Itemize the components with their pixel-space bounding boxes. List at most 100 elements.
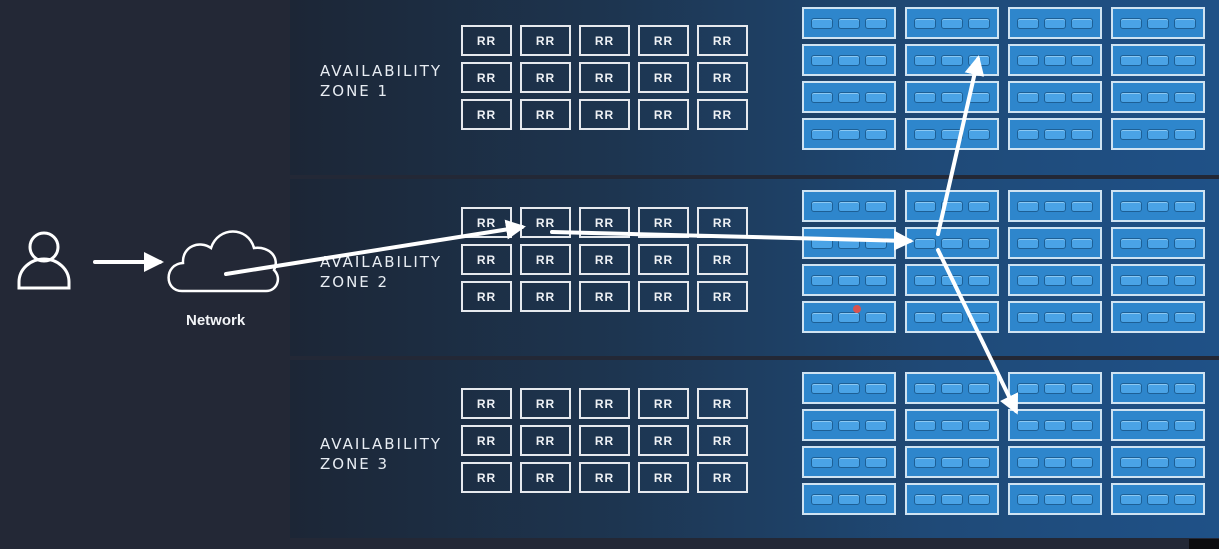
storage-unit	[1111, 227, 1205, 259]
storage-unit	[905, 409, 999, 441]
corner-shade	[1189, 539, 1219, 549]
left-panel	[0, 0, 290, 549]
disk-icon	[1044, 54, 1066, 66]
storage-unit	[905, 301, 999, 333]
zone-label-line1: AVAILABILITY	[320, 62, 443, 80]
read-replica: RR	[638, 281, 689, 312]
disk-icon	[1120, 17, 1142, 29]
storage-unit	[802, 409, 896, 441]
disk-icon	[1120, 419, 1142, 431]
zone-label-line1: AVAILABILITY	[320, 253, 443, 271]
disk-icon	[811, 274, 833, 286]
read-replica: RR	[579, 281, 630, 312]
disk-icon	[968, 237, 990, 249]
disk-icon	[914, 274, 936, 286]
read-replica: RR	[697, 244, 748, 275]
disk-icon	[941, 456, 963, 468]
disk-icon	[1017, 274, 1039, 286]
disk-icon	[914, 311, 936, 323]
disk-icon	[968, 456, 990, 468]
disk-icon	[941, 200, 963, 212]
read-replica: RR	[638, 207, 689, 238]
disk-icon	[811, 382, 833, 394]
read-replica: RR	[697, 425, 748, 456]
arrow-storage-to-zone-1	[936, 55, 985, 236]
read-replica: RR	[461, 99, 512, 130]
disk-icon	[838, 54, 860, 66]
disk-icon	[941, 237, 963, 249]
disk-icon	[1120, 91, 1142, 103]
disk-icon	[811, 54, 833, 66]
storage-unit	[905, 81, 999, 113]
disk-icon	[865, 382, 887, 394]
disk-icon	[838, 419, 860, 431]
arrow-storage-to-zone-3	[936, 248, 1019, 415]
disk-icon	[1147, 456, 1169, 468]
disk-icon	[914, 128, 936, 140]
disk-icon	[1017, 311, 1039, 323]
disk-icon	[811, 200, 833, 212]
read-replica: RR	[579, 25, 630, 56]
read-replica: RR	[461, 281, 512, 312]
cloud-icon	[167, 230, 280, 293]
storage-unit	[1111, 7, 1205, 39]
storage-unit	[1111, 81, 1205, 113]
disk-icon	[838, 456, 860, 468]
disk-icon	[838, 128, 860, 140]
storage-unit	[802, 483, 896, 515]
zone-label: AVAILABILITY ZONE 3	[320, 434, 442, 474]
disk-icon	[1071, 419, 1093, 431]
disk-icon	[865, 200, 887, 212]
disk-icon	[941, 382, 963, 394]
disk-icon	[941, 419, 963, 431]
disk-icon	[838, 382, 860, 394]
read-replica: RR	[461, 25, 512, 56]
storage-unit	[1008, 44, 1102, 76]
disk-icon	[1174, 382, 1196, 394]
disk-icon	[1071, 17, 1093, 29]
disk-icon	[865, 128, 887, 140]
disk-icon	[1174, 274, 1196, 286]
disk-icon	[838, 91, 860, 103]
disk-icon	[1017, 128, 1039, 140]
disk-icon	[1071, 382, 1093, 394]
disk-icon	[1147, 54, 1169, 66]
read-replica: RR	[579, 99, 630, 130]
disk-icon	[1120, 311, 1142, 323]
storage-unit	[905, 483, 999, 515]
disk-icon	[1120, 128, 1142, 140]
disk-icon	[1174, 456, 1196, 468]
user-icon	[17, 231, 71, 290]
disk-icon	[1120, 200, 1142, 212]
disk-icon	[1147, 311, 1169, 323]
disk-icon	[1017, 200, 1039, 212]
disk-icon	[1174, 17, 1196, 29]
storage-unit	[1008, 118, 1102, 150]
disk-icon	[1044, 200, 1066, 212]
storage-unit	[1111, 264, 1205, 296]
disk-icon	[941, 311, 963, 323]
read-replica: RR	[638, 425, 689, 456]
storage-array	[802, 372, 1205, 515]
disk-icon	[1147, 17, 1169, 29]
disk-icon	[1044, 311, 1066, 323]
storage-unit	[802, 227, 896, 259]
zone-label-line2: ZONE 3	[320, 455, 390, 473]
disk-icon	[968, 128, 990, 140]
disk-icon	[1071, 91, 1093, 103]
disk-icon	[1147, 274, 1169, 286]
storage-unit	[1111, 190, 1205, 222]
disk-icon	[1174, 419, 1196, 431]
zone-label-line2: ZONE 2	[320, 273, 390, 291]
disk-icon	[811, 128, 833, 140]
read-replica: RR	[579, 207, 630, 238]
disk-icon	[914, 493, 936, 505]
disk-icon	[1017, 456, 1039, 468]
read-replica: RR	[520, 244, 571, 275]
storage-unit	[905, 372, 999, 404]
storage-unit	[802, 190, 896, 222]
network-label: Network	[186, 312, 246, 329]
read-replica: RR	[520, 425, 571, 456]
read-replica: RR	[638, 462, 689, 493]
